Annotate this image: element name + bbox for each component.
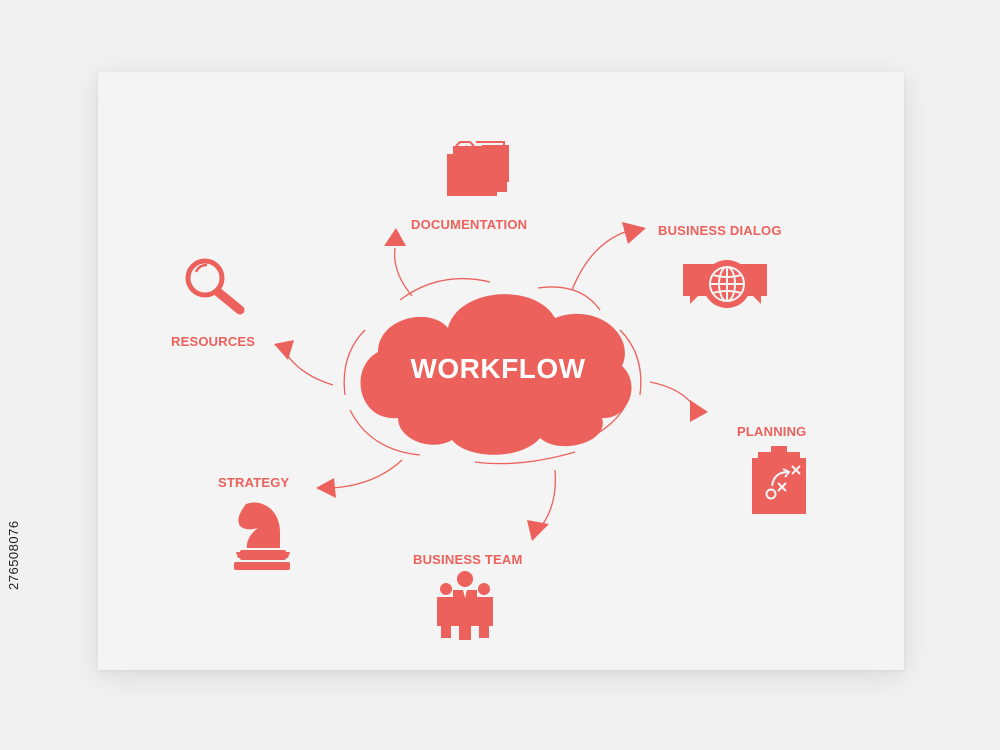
arrow-resources	[274, 340, 294, 360]
planning-label: PLANNING	[737, 424, 807, 439]
workflow-center-label: WORKFLOW	[410, 353, 586, 384]
documentation-label: DOCUMENTATION	[411, 217, 528, 232]
workflow-cloud	[360, 294, 632, 455]
stock-image-id: 276508076	[6, 520, 21, 590]
strategy-clipboard-icon	[752, 446, 806, 514]
team-people-icon	[437, 571, 493, 640]
strategy-label: STRATEGY	[218, 475, 290, 490]
chess-knight-icon	[234, 502, 290, 570]
folder-stack-icon	[447, 141, 509, 196]
globe-speech-icon	[683, 260, 767, 308]
arrow-business-team	[527, 520, 549, 541]
arrow-documentation	[384, 228, 406, 246]
resources-label: RESOURCES	[171, 334, 256, 349]
arrow-planning	[690, 400, 708, 422]
business-team-label: BUSINESS TEAM	[413, 552, 523, 567]
magnifier-icon	[185, 258, 245, 315]
arrow-strategy	[316, 478, 336, 498]
arrowheads	[274, 222, 708, 541]
business-dialog-label: BUSINESS DIALOG	[658, 223, 782, 238]
arrow-business-dialog	[622, 222, 646, 244]
